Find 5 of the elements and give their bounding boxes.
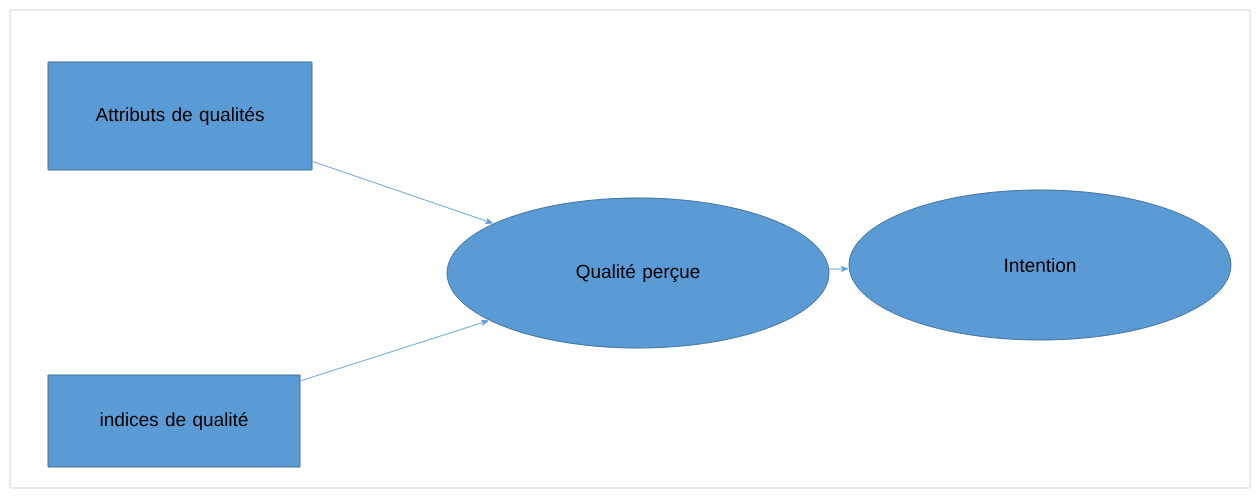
arrow [300, 319, 489, 382]
arrow [312, 160, 493, 224]
arrow [828, 266, 849, 272]
process-box: Attributs de qualités [47, 61, 313, 171]
process-box: indices de qualité [47, 374, 301, 468]
